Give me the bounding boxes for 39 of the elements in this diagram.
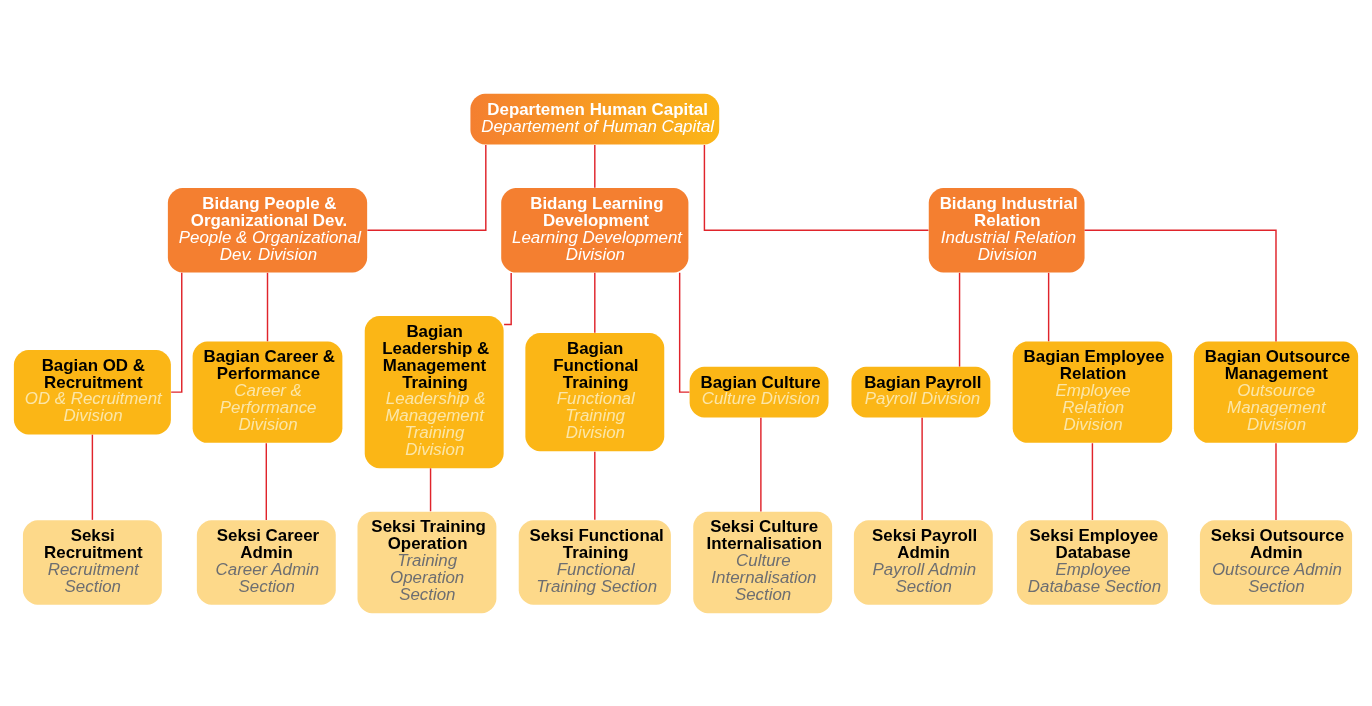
connector bbox=[594, 271, 596, 334]
node-box: Bagian Career & Performance Career & Performance Division bbox=[192, 340, 343, 443]
connector bbox=[921, 416, 923, 521]
connector bbox=[1275, 442, 1277, 521]
node-box: Bidang People & Organizational Dev. People & Organizational Dev. Division bbox=[167, 187, 368, 273]
node-box: Bidang Learning Development Learning Development Division bbox=[501, 187, 689, 273]
connector bbox=[265, 442, 268, 521]
connector bbox=[678, 271, 691, 393]
connector bbox=[91, 433, 94, 521]
node-box: Seksi Recruitment Recruitment Section bbox=[22, 519, 162, 605]
connector bbox=[1047, 271, 1050, 342]
connector bbox=[703, 143, 930, 231]
node-box: Bagian Culture Culture Division bbox=[689, 366, 829, 417]
connector bbox=[760, 416, 762, 512]
node-box: Seksi Training Operation Training Operation Section bbox=[357, 511, 497, 613]
connector bbox=[266, 271, 269, 342]
node-box: Bagian Leadership & Management Training Leadership & Management Training Division bbox=[364, 315, 504, 468]
connector bbox=[429, 467, 432, 512]
node-box: Departemen Human Capital Departement of Human Capital bbox=[470, 93, 720, 145]
connector bbox=[366, 143, 487, 231]
node-box: Seksi Payroll Admin Payroll Admin Section bbox=[853, 519, 993, 605]
connector bbox=[594, 143, 596, 188]
connector bbox=[503, 271, 512, 325]
node-box: Bidang Industrial Relation Industrial Relation Division bbox=[928, 187, 1085, 273]
connector bbox=[958, 271, 961, 367]
node-box: Seksi Outsource Admin Outsource Admin Section bbox=[1199, 519, 1353, 605]
node-box: Seksi Culture Internalisation Culture Internalisation Section bbox=[693, 511, 833, 613]
node-box: Seksi Career Admin Career Admin Section bbox=[196, 519, 336, 605]
node-box: Seksi Employee Database Employee Database Section bbox=[1016, 519, 1168, 605]
connector bbox=[1091, 442, 1094, 521]
node-box: Bagian Functional Training Functional Training Division bbox=[525, 332, 665, 451]
node-box: Seksi Functional Training Functional Training Section bbox=[518, 519, 671, 605]
node-box: Bagian Payroll Payroll Division bbox=[851, 366, 991, 417]
connector bbox=[594, 450, 596, 521]
node-box: Bagian Employee Relation Employee Relation Division bbox=[1012, 340, 1173, 443]
connector bbox=[170, 271, 183, 393]
connector bbox=[1083, 229, 1277, 342]
node-box: Bagian Outsource Management Outsource Management Division bbox=[1193, 340, 1359, 443]
node-box: Bagian OD & Recruitment OD & Recruitment Division bbox=[13, 349, 171, 434]
